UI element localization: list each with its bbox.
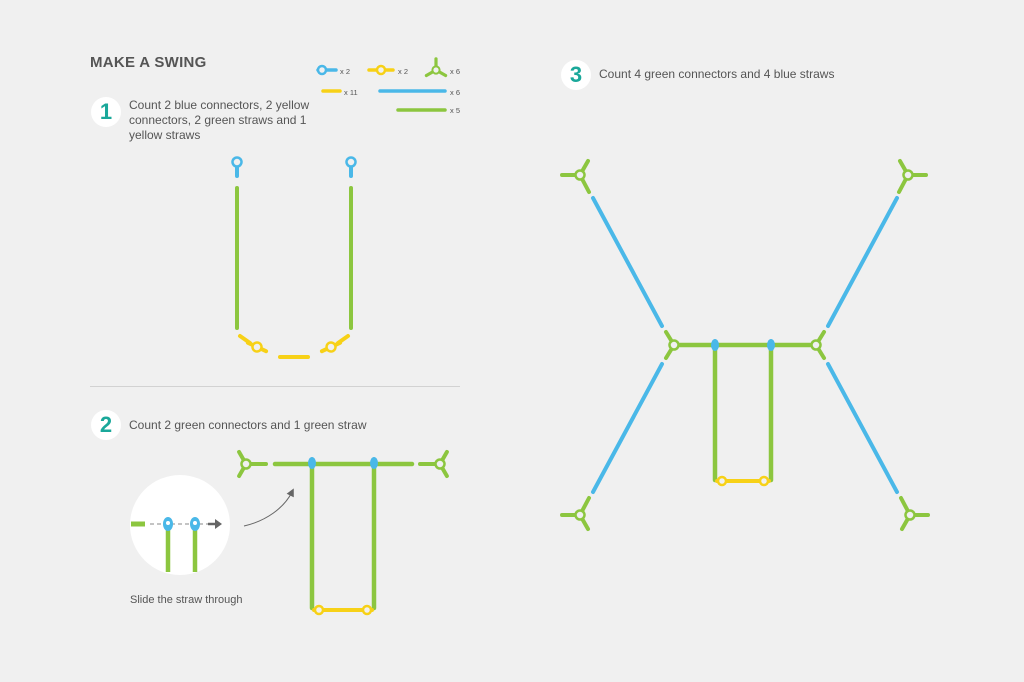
legend-qty-green-straw: x 5 xyxy=(450,106,461,115)
step-1-text: Count 2 blue connectors, 2 yellow connec… xyxy=(129,98,310,142)
legend-qty-green-connector: x 6 xyxy=(450,67,461,76)
step-2-badge: 2 xyxy=(91,410,121,440)
legend-blue-connector-icon xyxy=(316,64,338,76)
step-1-badge: 1 xyxy=(91,97,121,127)
section-divider xyxy=(90,386,460,387)
slide-caption: Slide the straw through xyxy=(130,594,243,606)
step-3-swing-assembly xyxy=(560,159,930,531)
arrow-right-icon xyxy=(215,519,222,529)
step-1-u-assembly xyxy=(230,155,358,359)
step-2-text: Count 2 green connectors and 1 green str… xyxy=(129,418,367,432)
slide-detail-inset xyxy=(130,475,230,575)
curved-arrow-icon xyxy=(243,488,294,527)
step-3-text: Count 4 green connectors and 4 blue stra… xyxy=(599,67,835,81)
legend-qty-yellow-connector: x 2 xyxy=(398,67,409,76)
page-title: MAKE A SWING xyxy=(90,54,207,71)
legend-qty-blue-connector: x 2 xyxy=(340,67,351,76)
legend-qty-yellow-straw: x 11 xyxy=(344,88,358,97)
step-2-t-assembly xyxy=(237,450,449,616)
legend-qty-blue-straw: x 6 xyxy=(450,88,461,97)
step-3-badge: 3 xyxy=(561,60,591,90)
legend-green-connector-icon xyxy=(424,57,448,78)
legend-yellow-connector-icon xyxy=(367,64,395,76)
